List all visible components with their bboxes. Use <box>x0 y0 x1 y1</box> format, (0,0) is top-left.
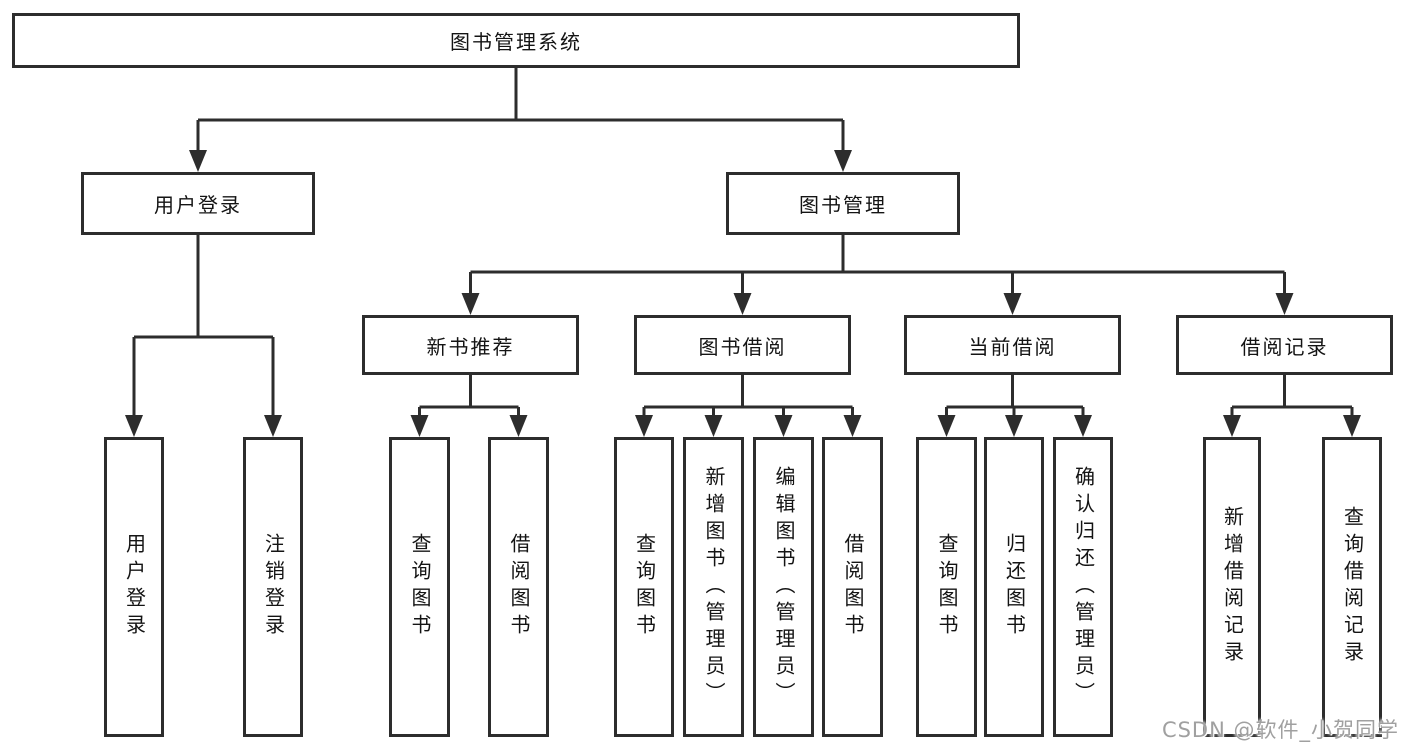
csdn-watermark: CSDN @软件_小贺同学 <box>1161 718 1399 742</box>
connector-book-borrowing <box>635 375 862 437</box>
leaf-label: 查询图书 <box>935 533 959 641</box>
leaf-label: 编辑图书（管理员） <box>772 465 796 709</box>
leaf-label: 借阅图书 <box>841 533 865 641</box>
node-borrowing-records: 借阅记录 <box>1176 315 1393 375</box>
leaf-add-borrow-record: 新增借阅记录 <box>1203 437 1261 737</box>
connector-user-login <box>125 235 282 437</box>
leaf-return-books: 归还图书 <box>984 437 1044 737</box>
connector-book-management <box>461 235 1294 315</box>
leaf-label: 用户登录 <box>122 533 147 641</box>
node-library-management-system: 图书管理系统 <box>12 13 1020 68</box>
node-book-management: 图书管理 <box>726 172 960 235</box>
node-book-borrowing: 图书借阅 <box>634 315 851 375</box>
connector-root <box>189 68 852 172</box>
leaf-confirm-return-admin: 确认归还（管理员） <box>1053 437 1113 737</box>
connector-new-book-recommendation <box>410 375 528 437</box>
leaf-search-books-recommend: 查询图书 <box>389 437 450 737</box>
node-user-login: 用户登录 <box>81 172 315 235</box>
leaf-search-borrow-record: 查询借阅记录 <box>1322 437 1382 737</box>
leaf-label: 确认归还（管理员） <box>1071 465 1096 709</box>
leaf-label: 注销登录 <box>261 533 286 641</box>
leaf-add-books-admin: 新增图书（管理员） <box>683 437 744 737</box>
leaf-label: 新增借阅记录 <box>1220 506 1245 668</box>
leaf-borrow-books: 借阅图书 <box>822 437 883 737</box>
leaf-label: 查询图书 <box>408 533 432 641</box>
leaf-label: 借阅图书 <box>507 533 531 641</box>
leaf-search-books-current: 查询图书 <box>916 437 977 737</box>
node-new-book-recommendation: 新书推荐 <box>362 315 579 375</box>
connector-borrowing-records <box>1223 375 1361 437</box>
leaf-edit-books-admin: 编辑图书（管理员） <box>753 437 814 737</box>
leaf-label: 新增图书（管理员） <box>702 465 726 709</box>
leaf-logout: 注销登录 <box>243 437 303 737</box>
leaf-label: 查询借阅记录 <box>1340 506 1365 668</box>
leaf-label: 归还图书 <box>1002 533 1027 641</box>
node-current-borrowing: 当前借阅 <box>904 315 1121 375</box>
leaf-label: 查询图书 <box>632 533 657 641</box>
leaf-user-login: 用户登录 <box>104 437 164 737</box>
leaf-search-books-borrow: 查询图书 <box>614 437 674 737</box>
leaf-borrow-books-recommend: 借阅图书 <box>488 437 549 737</box>
connector-current-borrowing <box>937 375 1092 437</box>
